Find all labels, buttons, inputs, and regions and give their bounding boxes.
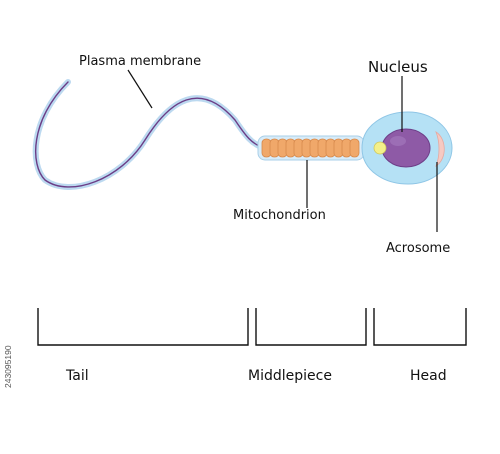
nucleus-label: Nucleus [368,58,428,76]
nucleus-body [381,128,431,168]
tail-membrane [32,79,268,190]
plasma-membrane-leader [127,69,153,109]
tail-segment-label: Tail [66,368,89,384]
centriole [373,141,387,155]
acrosome-cap [435,131,445,168]
head-bracket [373,308,467,346]
tail-core [34,81,266,188]
acrosome-label: Acrosome [386,241,451,256]
stock-id-watermark: 243095190 [3,345,13,388]
mitochondria-beads [261,138,360,158]
head-segment-label: Head [410,368,447,384]
mitochondrion-label: Mitochondrion [233,208,326,223]
plasma-membrane-label: Plasma membrane [79,54,202,69]
middlepiece-segment-label: Middlepiece [248,368,332,384]
tail-bracket [37,308,249,346]
middlepiece-bracket [255,308,367,346]
nucleus-highlight [390,136,406,146]
